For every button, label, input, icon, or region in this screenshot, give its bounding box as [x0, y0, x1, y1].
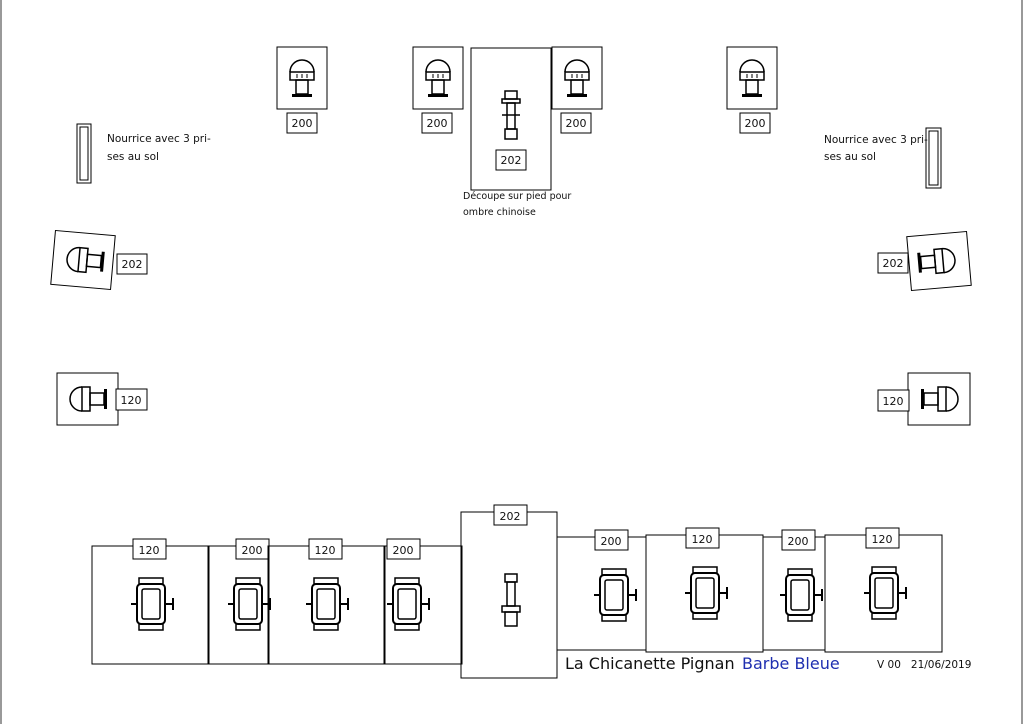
- side-fixture-lower-right: 120: [877, 372, 971, 426]
- fixture-label: 200: [292, 117, 313, 130]
- fixture-label: 120: [139, 544, 160, 557]
- spot-icon: [425, 59, 451, 97]
- spot-icon: [564, 59, 590, 97]
- side-spot-icon: [66, 246, 105, 274]
- spot-icon: [739, 59, 765, 97]
- par-icon: [864, 566, 907, 620]
- floor-fixture: 120: [824, 527, 943, 653]
- side-spot-icon: [917, 247, 956, 275]
- fixture-label: 120: [692, 533, 713, 546]
- fixture-label: 120: [883, 395, 904, 408]
- fixture-label: 200: [427, 117, 448, 130]
- venue-title: La Chicanette Pignan: [565, 654, 735, 673]
- fixture-label: 202: [500, 510, 521, 523]
- floor-fixture: 120: [645, 527, 764, 653]
- fixture-label: 120: [121, 394, 142, 407]
- top-fixture-1: 200: [276, 46, 328, 134]
- floor-fixture-row: 120 200 120 200 202 200 120 200 120: [91, 504, 943, 679]
- fixture-label: 120: [315, 544, 336, 557]
- floor-fixture: 202: [460, 504, 558, 679]
- par-icon: [228, 577, 271, 631]
- fixture-label: 202: [122, 258, 143, 271]
- fixture-label: 200: [242, 544, 263, 557]
- top-center-fixture: 202: [470, 47, 552, 191]
- floor-fixture: 200: [383, 538, 463, 665]
- side-fresnel-icon: [921, 386, 959, 412]
- side-fixture-lower-left: 120: [56, 372, 148, 426]
- floor-fixture: 200: [207, 538, 271, 665]
- side-fixture-upper-left: 202: [50, 229, 148, 291]
- top-fixture-4: 200: [726, 46, 778, 134]
- left-note-line-2: ses au sol: [107, 151, 159, 163]
- fixture-label: 202: [501, 154, 522, 167]
- fixture-label: 200: [393, 544, 414, 557]
- side-fixture-upper-right: 202: [877, 230, 972, 292]
- floor-fixture: 120: [267, 538, 386, 665]
- center-note-line-1: Découpe sur pied pour: [463, 191, 571, 202]
- right-note-line-2: ses au sol: [824, 151, 876, 163]
- top-fixture-3: 200: [551, 46, 603, 134]
- top-fixture-2: 200: [412, 46, 464, 134]
- version-date: V 00 21/06/2019: [877, 659, 972, 671]
- par-icon: [131, 577, 174, 631]
- fixture-label: 200: [745, 117, 766, 130]
- par-icon: [594, 568, 637, 622]
- floor-fixture: 120: [91, 538, 210, 665]
- fixture-label: 200: [601, 535, 622, 548]
- profile-icon: [501, 573, 521, 627]
- spot-icon: [289, 59, 315, 97]
- par-icon: [685, 566, 728, 620]
- fixture-label: 200: [566, 117, 587, 130]
- fixture-label: 120: [872, 533, 893, 546]
- fixture-label: 200: [788, 535, 809, 548]
- profile-icon: [501, 90, 521, 140]
- floor-fixture: 200: [556, 529, 647, 651]
- power-distro-right: [925, 127, 942, 189]
- left-note-line-1: Nourrice avec 3 pri-: [107, 133, 211, 145]
- par-icon: [387, 577, 430, 631]
- floor-fixture: 200: [762, 529, 826, 651]
- side-fresnel-icon: [69, 386, 107, 412]
- right-note-line-1: Nourrice avec 3 pri-: [824, 134, 928, 146]
- par-icon: [306, 577, 349, 631]
- fixture-label: 202: [883, 257, 904, 270]
- par-icon: [780, 568, 823, 622]
- show-title: Barbe Bleue: [742, 654, 840, 673]
- center-note-line-2: ombre chinoise: [463, 207, 536, 218]
- power-distro-left: [76, 123, 92, 184]
